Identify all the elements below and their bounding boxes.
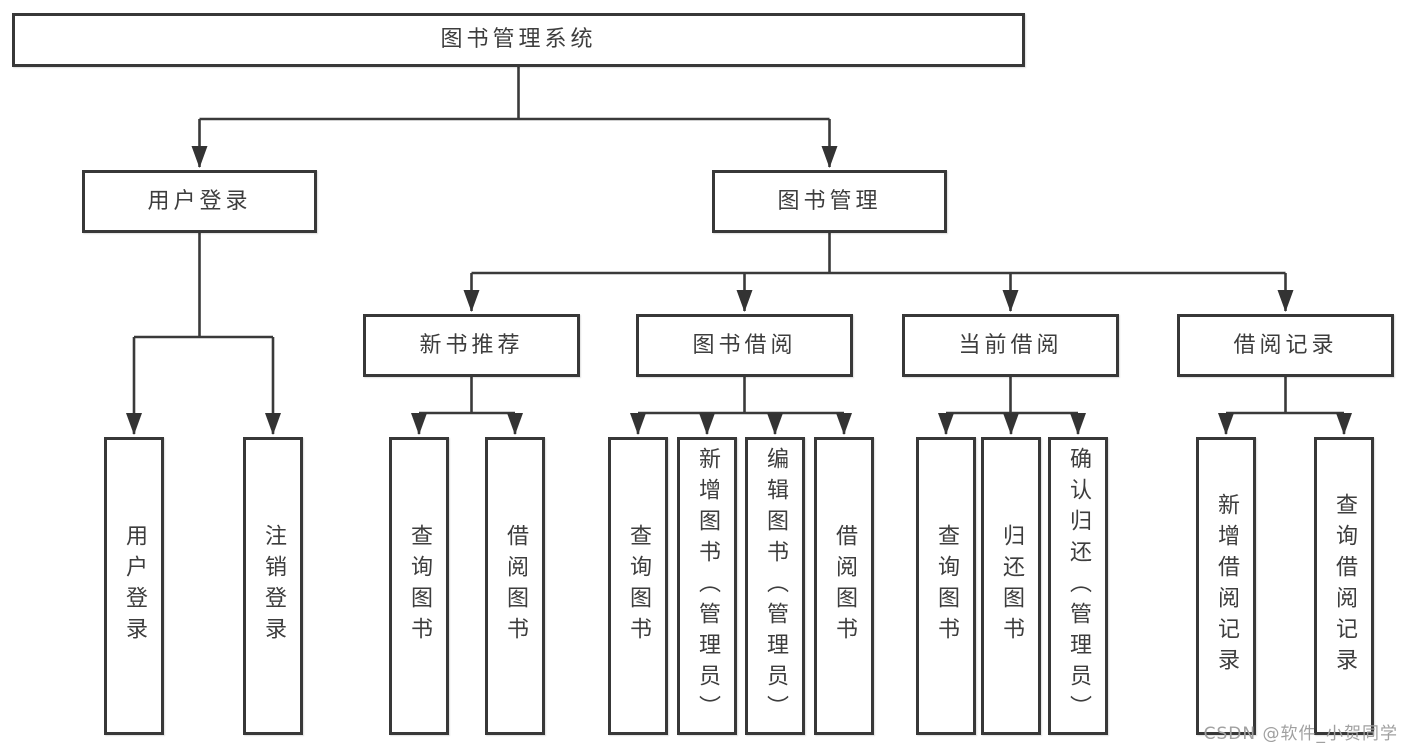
leaf-label: 用户登录	[122, 524, 147, 648]
leaf-label: 查询图书	[407, 524, 432, 648]
leaf-add-borrow-record: 新增借阅记录	[1196, 437, 1256, 735]
leaf-label: 查询借阅记录	[1332, 493, 1357, 679]
leaf-logout: 注销登录	[243, 437, 303, 735]
node-book-borrowing: 图书借阅	[636, 314, 853, 377]
leaf-borrow-books-recommend: 借阅图书	[485, 437, 545, 735]
node-borrowing-records: 借阅记录	[1177, 314, 1394, 377]
leaf-return-books: 归还图书	[981, 437, 1041, 735]
leaf-query-books-borrowing: 查询图书	[608, 437, 668, 735]
leaf-label: 新增图书（管理员）	[695, 446, 720, 726]
leaf-label: 查询图书	[626, 524, 651, 648]
leaf-label: 归还图书	[999, 524, 1024, 648]
csdn-watermark: CSDN @软件_小贺同学	[1203, 724, 1398, 744]
leaf-query-books-recommend: 查询图书	[389, 437, 449, 735]
node-library-management-system: 图书管理系统	[12, 13, 1025, 67]
node-label: 图书管理系统	[440, 27, 597, 52]
node-book-management-branch: 图书管理	[712, 170, 947, 233]
leaf-label: 借阅图书	[832, 524, 857, 648]
leaf-label: 确认归还（管理员）	[1066, 446, 1091, 726]
node-label: 用户登录	[147, 188, 252, 214]
leaf-borrow-books: 借阅图书	[814, 437, 874, 735]
leaf-query-borrow-record: 查询借阅记录	[1314, 437, 1374, 735]
node-label: 新书推荐	[419, 332, 524, 358]
node-label: 借阅记录	[1233, 332, 1338, 358]
leaf-label: 新增借阅记录	[1214, 493, 1239, 679]
node-label: 图书管理	[777, 188, 882, 214]
node-current-borrowing: 当前借阅	[902, 314, 1119, 377]
leaf-user-login: 用户登录	[104, 437, 164, 735]
node-user-login-branch: 用户登录	[82, 170, 317, 233]
leaf-label: 查询图书	[934, 524, 959, 648]
leaf-label: 注销登录	[261, 524, 286, 648]
leaf-label: 借阅图书	[503, 524, 528, 648]
node-label: 当前借阅	[958, 332, 1063, 358]
leaf-confirm-return-admin: 确认归还（管理员）	[1048, 437, 1108, 735]
leaf-add-books-admin: 新增图书（管理员）	[677, 437, 737, 735]
node-label: 图书借阅	[692, 332, 797, 358]
leaf-label: 编辑图书（管理员）	[763, 446, 788, 726]
node-new-book-recommendation: 新书推荐	[363, 314, 580, 377]
leaf-edit-books-admin: 编辑图书（管理员）	[745, 437, 805, 735]
leaf-query-books-current: 查询图书	[916, 437, 976, 735]
